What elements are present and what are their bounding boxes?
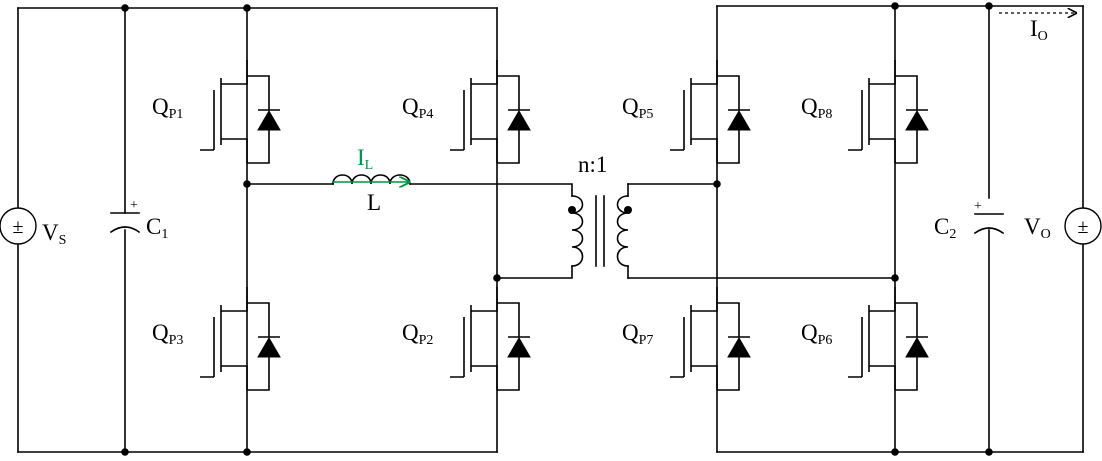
- source-vs: ±: [0, 207, 37, 245]
- junction-dots: [121, 2, 993, 456]
- label-turns-ratio: n:1: [578, 152, 607, 177]
- transformer: [568, 195, 632, 267]
- dot-primary: [568, 206, 576, 214]
- mosfet-qp4: [450, 60, 531, 164]
- labels: VS C1 C2 VO L IL IO n:1 QP1 QP2 QP3 QP4 …: [42, 16, 1051, 348]
- label-qp6: QP6: [801, 320, 832, 348]
- label-vo: VO: [1024, 214, 1051, 242]
- mosfet-group: [200, 60, 929, 391]
- label-l: L: [367, 190, 381, 215]
- label-qp4: QP4: [402, 94, 433, 122]
- capacitor-c1: +: [109, 198, 141, 234]
- svg-text:±: ±: [13, 216, 24, 238]
- label-io: IO: [1030, 16, 1048, 44]
- source-vo: ±: [1064, 207, 1102, 245]
- svg-text:+: +: [130, 198, 138, 213]
- mosfet-qp3: [200, 287, 281, 391]
- mosfet-qp1: [200, 60, 281, 164]
- svg-text:+: +: [974, 199, 982, 214]
- mosfet-qp5: [670, 60, 751, 164]
- label-il: IL: [357, 145, 373, 173]
- mosfet-qp2: [450, 287, 531, 391]
- label-qp1: QP1: [152, 94, 183, 122]
- label-qp8: QP8: [801, 94, 832, 122]
- dot-secondary: [624, 206, 632, 214]
- mosfet-qp7: [670, 287, 751, 391]
- primary-wiring: [17, 7, 573, 453]
- mosfet-qp6: [848, 287, 929, 391]
- label-c1: C1: [146, 214, 168, 242]
- label-vs: VS: [42, 220, 66, 248]
- inductor-l: [332, 174, 411, 185]
- mosfet-qp8: [848, 60, 929, 164]
- label-qp5: QP5: [622, 94, 653, 122]
- label-c2: C2: [934, 214, 956, 242]
- label-qp3: QP3: [152, 320, 183, 348]
- svg-text:±: ±: [1078, 216, 1089, 238]
- label-qp2: QP2: [402, 320, 433, 348]
- label-qp7: QP7: [622, 320, 653, 348]
- capacitor-c2: +: [973, 199, 1005, 235]
- secondary-wiring: [627, 5, 1084, 453]
